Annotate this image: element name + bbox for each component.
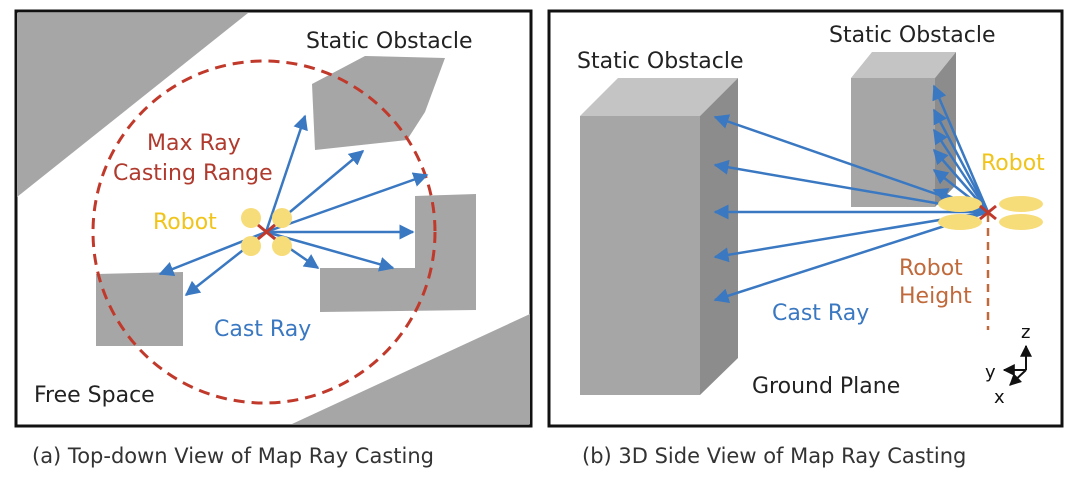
label-robot-a: Robot	[153, 210, 217, 235]
axis-y-label: y	[985, 362, 996, 383]
corner-obstacle-bottom-right	[292, 314, 530, 424]
robot-side-view	[938, 196, 1043, 230]
static-obstacle-top	[312, 56, 445, 150]
label-cast-ray-a: Cast Ray	[214, 317, 311, 342]
label-robot-height-line1: Robot	[899, 256, 963, 281]
axis-x-arrow	[1009, 369, 1027, 386]
robot-top-view	[241, 208, 292, 256]
label-static-obstacle-b-right: Static Obstacle	[829, 23, 996, 48]
static-obstacle-box-left	[580, 78, 738, 395]
label-static-obstacle-a: Static Obstacle	[306, 29, 473, 54]
static-obstacle-square	[96, 272, 183, 346]
label-max-range-line2: Casting Range	[113, 161, 273, 186]
corner-obstacle-top-left	[17, 13, 248, 197]
max-ray-casting-range-circle	[91, 59, 437, 405]
axis-x-label: x	[994, 387, 1005, 408]
panel-b-side-view: z y x Static Obstacle Static Obstacle Ro…	[547, 9, 1064, 428]
label-max-range-line1: Max Ray	[147, 131, 241, 156]
caption-panel-b: (b) 3D Side View of Map Ray Casting	[582, 444, 967, 468]
ray-b7	[932, 108, 990, 213]
label-static-obstacle-b-left: Static Obstacle	[577, 49, 744, 74]
label-cast-ray-b: Cast Ray	[772, 301, 869, 326]
panel-a-top-down-view: Static Obstacle Max Ray Casting Range Ro…	[14, 9, 533, 428]
axis-z-label: z	[1021, 322, 1030, 343]
caption-panel-a: (a) Top-down View of Map Ray Casting	[32, 444, 434, 468]
label-ground-plane: Ground Plane	[752, 374, 900, 399]
coordinate-axes: z y x	[985, 322, 1032, 408]
ray-a3	[265, 172, 429, 234]
static-obstacle-l-shape	[320, 194, 476, 312]
label-free-space: Free Space	[34, 383, 155, 408]
ray-b8	[932, 128, 990, 213]
ray-b6	[932, 84, 990, 213]
label-robot-b: Robot	[981, 151, 1045, 176]
ray-a1	[264, 114, 308, 233]
label-robot-height-line2: Height	[899, 284, 972, 309]
